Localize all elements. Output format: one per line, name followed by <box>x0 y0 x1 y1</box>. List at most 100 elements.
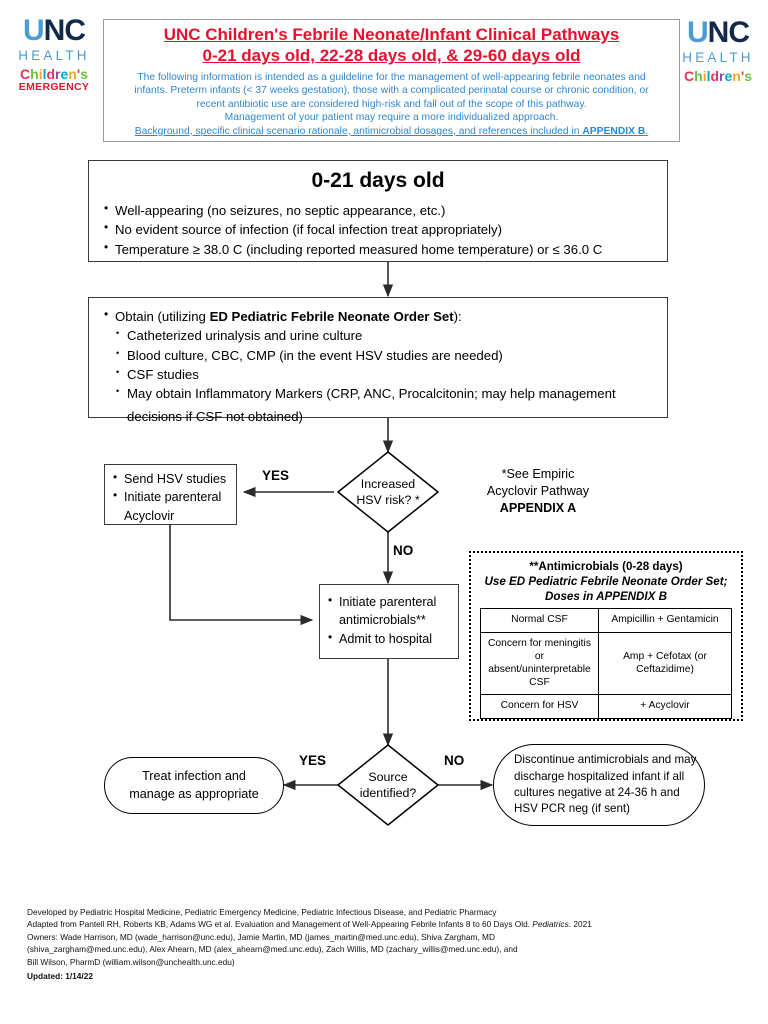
footer-line-owners-1: Owners: Wade Harrison, MD (wade_harrison… <box>27 931 495 942</box>
unc-letter-u: U <box>22 14 45 47</box>
table-cell-condition: Normal CSF <box>480 608 599 634</box>
unc-wordmark-right: UNC <box>672 18 764 48</box>
footer-line-citation: Adapted from Pantell RH, Roberts KB, Ada… <box>27 918 742 930</box>
criteria-bullet: Well-appearing (no seizures, no septic a… <box>103 200 653 220</box>
table-cell-condition: Concern for HSV <box>480 694 599 720</box>
logo-unc-health-childrens: UNC HEALTH Children's <box>672 18 764 83</box>
hsv-risk-line-1: Increased <box>360 477 416 491</box>
appendix-b-period: . <box>645 125 649 137</box>
acyclovir-note-line-1: *See Empiric <box>501 467 575 481</box>
order-set-name: ED Pediatric Febrile Neonate Order Set <box>209 309 454 324</box>
admit-bullets: Initiate parenteral <box>327 592 451 611</box>
header-description-line-2: infants. Preterm infants (< 37 weeks ges… <box>134 85 649 97</box>
condition-line: absent/uninterpretable <box>488 663 591 675</box>
unc-health-label-right: HEALTH <box>682 50 754 65</box>
treat-line-2: manage as appropriate <box>129 786 259 801</box>
hsv-action-bullets: Send HSV studies Initiate parenteral <box>112 469 229 507</box>
pathway-title-line-2: 0-21 days old, 22-28 days old, & 29-60 d… <box>202 46 581 66</box>
childrens-label: Children's <box>20 65 88 82</box>
treat-box-text: Treat infection and manage as appropriat… <box>129 768 259 803</box>
hsv-action-box: Send HSV studies Initiate parenteral Acy… <box>104 464 237 525</box>
antimicrobials-subtitle-1: Use ED Pediatric Febrile Neonate Order S… <box>484 575 728 589</box>
footer-credits: Developed by Pediatric Hospital Medicine… <box>27 906 742 983</box>
criteria-bullet-list: Well-appearing (no seizures, no septic a… <box>103 200 653 259</box>
hsv-action-bullet: Send HSV studies <box>112 469 229 488</box>
acyclovir-note-appendix-a: APPENDIX A <box>499 500 577 515</box>
header-description-line-1: The following information is intended as… <box>137 71 646 83</box>
antimicrobials-subtitle-2: Doses in APPENDIX B <box>545 590 667 604</box>
obtain-lead-list: Obtain (utilizing ED Pediatric Febrile N… <box>103 306 653 326</box>
hsv-risk-line-2: HSV risk? * <box>356 492 420 507</box>
discontinue-antimicrobials-box: Discontinue antimicrobials and may disch… <box>493 744 705 826</box>
pathway-title-line-1: UNC Children's Febrile Neonate/Infant Cl… <box>163 25 620 44</box>
antimicrobials-panel: **Antimicrobials (0-28 days) Use ED Pedi… <box>469 551 743 721</box>
discontinue-box-text: Discontinue antimicrobials and may disch… <box>514 752 696 818</box>
criteria-bullet: Temperature ≥ 38.0 C (including reported… <box>103 239 653 259</box>
obtain-sub-item: Catheterized urinalysis and urine cultur… <box>115 326 653 345</box>
discontinue-line-1: Discontinue antimicrobials and may <box>514 753 697 767</box>
emergency-label: EMERGENCY <box>18 80 90 93</box>
footer-line-owners-3: Bill Wilson, PharmD (william.wilson@unch… <box>27 956 235 967</box>
appendix-b-label: APPENDIX B <box>582 125 646 137</box>
discontinue-line-3: cultures negative at 24-36 h and <box>514 786 680 799</box>
source-line-2: identified? <box>359 785 417 800</box>
admit-box: Initiate parenteral antimicrobials** Adm… <box>319 584 459 659</box>
condition-line: or <box>534 650 545 662</box>
hsv-risk-diamond-label: Increased HSV risk? * <box>338 477 438 509</box>
discontinue-line-4: HSV PCR neg (if sent) <box>514 802 630 816</box>
table-row: Normal CSF Ampicillin + Gentamicin <box>480 608 733 634</box>
header-description-line-3: recent antibiotic use are considered hig… <box>196 98 587 110</box>
header-description: The following information is intended as… <box>112 71 671 139</box>
source-yes-label: YES <box>299 753 327 768</box>
source-line-1: Source <box>368 770 408 784</box>
header-banner: UNC Children's Febrile Neonate/Infant Cl… <box>103 19 680 142</box>
hsv-action-bullet: Initiate parenteral <box>112 487 229 506</box>
connector-hsv-action-to-admit <box>169 525 314 626</box>
unc-letter-c: C <box>64 14 86 47</box>
criteria-box-title: 0-21 days old <box>311 169 445 192</box>
obtain-sub-item: Blood culture, CBC, CMP (in the event HS… <box>115 346 653 365</box>
table-cell-treatment: Amp + Cefotax (or Ceftazidime) <box>597 632 733 696</box>
unc-health-label: HEALTH <box>18 48 90 63</box>
admit-bullets-2: Admit to hospital <box>327 629 451 648</box>
hsv-no-label: NO <box>393 543 414 558</box>
unc-letter-n-right: N <box>707 16 730 49</box>
header-description-line-4: Management of your patient may require a… <box>224 112 559 124</box>
table-row: Concern for HSV + Acyclovir <box>480 694 733 720</box>
obtain-sub-item-continuation: decisions if CSF not obtained) <box>127 409 303 425</box>
antimicrobials-table: Normal CSF Ampicillin + Gentamicin Conce… <box>480 608 733 720</box>
obtain-lead-post: ): <box>453 309 462 324</box>
footer-line-owners-2: (shiva_zargham@med.unc.edu), Alex Ahearn… <box>27 944 518 955</box>
obtain-sub-list: Catheterized urinalysis and urine cultur… <box>115 326 653 403</box>
logo-unc-health-childrens-emergency: UNC HEALTH Children's EMERGENCY <box>8 16 100 92</box>
citation-text: Adapted from Pantell RH, Roberts KB, Ada… <box>27 919 533 930</box>
table-cell-condition: Concern for meningitis or absent/uninter… <box>480 632 599 696</box>
condition-line: CSF <box>529 676 550 688</box>
treat-infection-box: Treat infection and manage as appropriat… <box>104 757 284 814</box>
criteria-bullet: No evident source of infection (if focal… <box>103 219 653 239</box>
obtain-sub-item: May obtain Inflammatory Markers (CRP, AN… <box>115 384 653 403</box>
table-cell-treatment: Ampicillin + Gentamicin <box>597 608 733 634</box>
table-row: Concern for meningitis or absent/uninter… <box>480 632 733 696</box>
citation-year: . 2021 <box>568 919 592 930</box>
admit-bullet: Admit to hospital <box>327 629 451 648</box>
obtain-sub-item: CSF studies <box>115 365 653 384</box>
unc-letter-u-right: U <box>686 16 709 49</box>
admit-bullet: Initiate parenteral <box>327 592 451 611</box>
discontinue-line-2: discharge hospitalized infant if all <box>514 769 685 783</box>
admit-bullet-continuation: antimicrobials** <box>339 613 426 628</box>
acyclovir-note-line-2: Acyclovir Pathway <box>486 483 590 498</box>
footer-updated-date: Updated: 1/14/22 <box>27 971 93 982</box>
appendix-b-reference-text: Background, specific clinical scenario r… <box>134 125 583 137</box>
condition-line: Concern for meningitis <box>487 638 591 650</box>
obtain-lead-item: Obtain (utilizing ED Pediatric Febrile N… <box>103 306 653 326</box>
source-identified-label: Source identified? <box>338 770 438 802</box>
table-cell-treatment: + Acyclovir <box>597 694 733 720</box>
hsv-action-bullet-continuation: Acyclovir <box>124 508 175 523</box>
hsv-yes-label: YES <box>262 468 290 483</box>
childrens-label-right: Children's <box>684 67 752 84</box>
obtain-lead-pre: Obtain (utilizing <box>115 309 210 324</box>
header-description-line-5: Background, specific clinical scenario r… <box>112 125 671 139</box>
treat-line-1: Treat infection and <box>142 768 246 783</box>
antimicrobials-title: **Antimicrobials (0-28 days) <box>529 560 683 573</box>
